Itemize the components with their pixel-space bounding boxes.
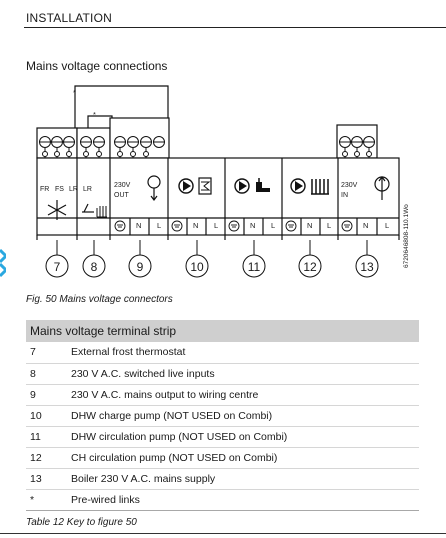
row-description: CH circulation pump (NOT USED on Combi) [68, 447, 419, 469]
row-number: 9 [26, 384, 68, 406]
terminal-strip-body [36, 157, 400, 236]
diagram-drawing [36, 85, 400, 278]
mains-voltage-diagram: * * FR FS LR LR 230V OUT 230V IN N L N L… [0, 78, 446, 292]
ch-circulation-pump-icon [290, 178, 329, 195]
label-l: L [327, 221, 332, 230]
snowflake-icon [47, 200, 67, 220]
table-row: 12 CH circulation pump (NOT USED on Comb… [26, 447, 419, 469]
terminal-number-10: 10 [190, 260, 204, 274]
row-description: Pre-wired links [68, 489, 419, 511]
earth-icon [285, 220, 297, 232]
table-row: 11 DHW circulation pump (NOT USED on Com… [26, 426, 419, 448]
row-number: 10 [26, 405, 68, 427]
figure-code: 6720646808-110.1Wo [403, 204, 410, 268]
terminal-number-9: 9 [136, 260, 144, 274]
row-number: * [26, 489, 68, 511]
terminal-number-8: 8 [90, 260, 98, 274]
table-row: 7 External frost thermostat [26, 342, 419, 364]
terminal-number-12: 12 [303, 260, 317, 274]
section-header: INSTALLATION [26, 11, 112, 25]
label-l: L [271, 221, 276, 230]
link-asterisk-inner: * [93, 110, 96, 119]
label-n: N [250, 221, 256, 230]
chevron-marker-icon [0, 248, 6, 278]
label-fs: FS [55, 186, 64, 193]
radiator-icon [96, 206, 107, 218]
mains-supply-icon [374, 176, 390, 200]
terminal-number-13: 13 [360, 260, 374, 274]
label-out-word: OUT [114, 192, 129, 199]
row-description: 230 V A.C. mains output to wiring centre [68, 384, 419, 406]
label-n: N [307, 221, 313, 230]
table-row: 8 230 V A.C. switched live inputs [26, 363, 419, 385]
label-fr: FR [40, 186, 50, 193]
figure-caption: Fig. 50 Mains voltage connectors [26, 294, 173, 305]
row-number: 8 [26, 363, 68, 385]
table-caption: Table 12 Key to figure 50 [26, 517, 137, 528]
label-n: N [193, 221, 199, 230]
row-description: Boiler 230 V A.C. mains supply [68, 468, 419, 490]
table-row: 9 230 V A.C. mains output to wiring cent… [26, 384, 419, 406]
label-l: L [157, 221, 162, 230]
table-row: * Pre-wired links [26, 489, 419, 511]
label-l: L [214, 221, 219, 230]
terminal-key-table: Mains voltage terminal strip 7 External … [26, 320, 419, 511]
row-description: 230 V A.C. switched live inputs [68, 363, 419, 385]
earth-icon [114, 220, 126, 232]
row-number: 12 [26, 447, 68, 469]
switch-icon [82, 203, 94, 213]
row-number: 7 [26, 342, 68, 364]
dhw-charge-pump-icon [178, 177, 212, 195]
earth-icon [228, 220, 240, 232]
header-rule [24, 27, 446, 28]
earth-icon [171, 220, 183, 232]
link-wire-outer [74, 85, 169, 131]
row-number: 11 [26, 426, 68, 448]
row-description: External frost thermostat [68, 342, 419, 364]
label-n: N [363, 221, 369, 230]
label-n: N [136, 221, 142, 230]
dhw-circulation-pump-icon [234, 178, 270, 194]
terminal-number-11: 11 [247, 260, 261, 274]
label-l: L [385, 221, 390, 230]
row-number: 13 [26, 468, 68, 490]
table-row: 13 Boiler 230 V A.C. mains supply [26, 468, 419, 490]
label-lr-1: LR [69, 186, 78, 193]
label-lr-2: LR [83, 186, 92, 193]
subheading: Mains voltage connections [26, 59, 168, 73]
earth-icon [341, 220, 353, 232]
wiring-centre-icon [147, 175, 161, 201]
row-description: DHW charge pump (NOT USED on Combi) [68, 405, 419, 427]
row-description: DHW circulation pump (NOT USED on Combi) [68, 426, 419, 448]
label-out-voltage: 230V [114, 182, 131, 189]
label-in-word: IN [341, 192, 348, 199]
table-header: Mains voltage terminal strip [26, 320, 419, 342]
terminal-number-7: 7 [53, 260, 61, 274]
page-rule [0, 533, 446, 534]
label-in-voltage: 230V [341, 182, 358, 189]
link-asterisk-outer: * [73, 88, 76, 97]
table-row: 10 DHW charge pump (NOT USED on Combi) [26, 405, 419, 427]
